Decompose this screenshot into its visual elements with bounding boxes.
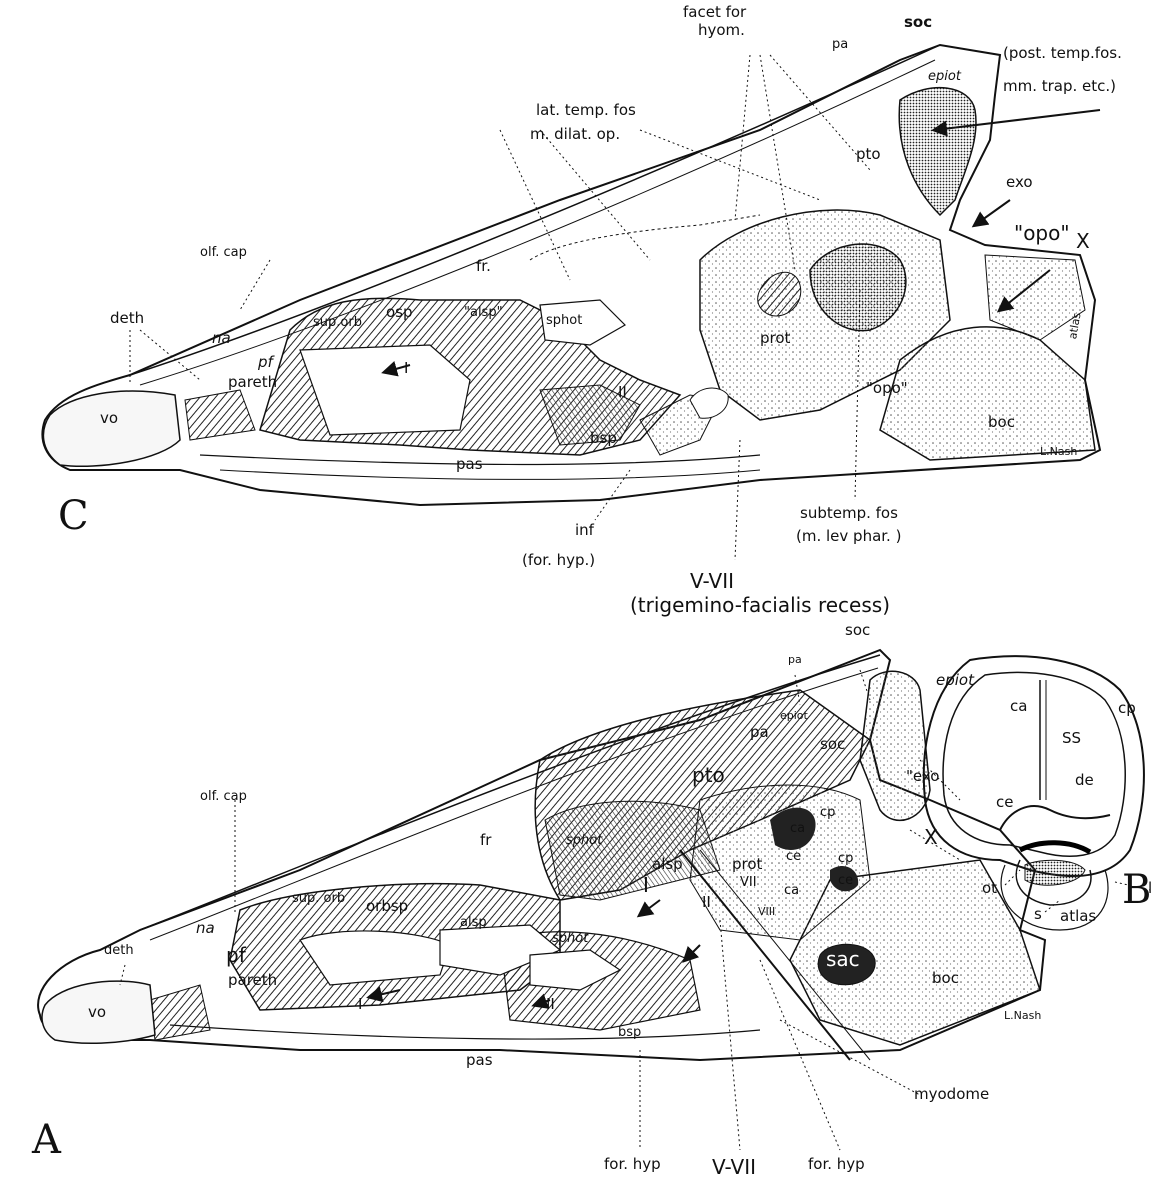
label-m-dilat-op: m. dilat. op.	[530, 126, 620, 142]
label-alsp: "alsp"	[464, 306, 503, 320]
label-inset-ot: ot	[982, 880, 997, 896]
label-ce-lower: ce	[786, 850, 801, 864]
label-soc-lower: soc	[845, 622, 870, 638]
label-hyom: hyom.	[698, 22, 745, 38]
label-inset-ce: ce	[996, 794, 1013, 810]
label-opo-upper: "opo"	[1014, 222, 1070, 244]
label-pareth: pareth	[228, 374, 277, 390]
label-v-vii-lower: V-VII	[712, 1156, 756, 1178]
label-pto: pto	[856, 146, 881, 162]
label-ca-lower: ca	[790, 822, 805, 836]
label-sphot-lower-2: sphot	[552, 932, 588, 946]
label-nerve-ii-lower-2: II	[546, 996, 555, 1012]
label-inf: inf	[575, 522, 594, 538]
label-atlas-lower: atlas	[1060, 908, 1096, 924]
label-na-lower: na	[196, 920, 215, 936]
label-cp-lower: cp	[820, 806, 835, 820]
label-opo-lower: "opo"	[866, 380, 908, 396]
label-for-hyp-1: for. hyp	[604, 1156, 661, 1172]
label-facet-for: facet for	[683, 4, 746, 20]
label-artist-lower: L.Nash	[1004, 1010, 1041, 1022]
label-epiot-lower-2: epiot	[780, 710, 808, 722]
label-nerve-i-lower-2: I	[358, 996, 362, 1012]
label-alsp-lower: alsp	[652, 856, 683, 872]
label-pf-lower: pf	[226, 944, 246, 966]
label-inset-de: de	[1075, 772, 1094, 788]
label-nerve-i-lower: I	[643, 874, 649, 896]
label-m-lev-phar: (m. lev phar. )	[796, 528, 901, 544]
label-x-lower: X	[924, 826, 938, 848]
label-myodome: myodome	[914, 1086, 989, 1102]
label-inset-ss: SS	[1062, 730, 1081, 746]
label-vo-lower: vo	[88, 1004, 106, 1020]
label-olf-cap-lower: olf. cap	[200, 790, 247, 804]
label-for-hyp-paren: (for. hyp.)	[522, 552, 595, 568]
label-exo-lower: "exo	[906, 768, 939, 784]
label-na: na	[212, 330, 231, 346]
label-epiot-lower: epiot	[936, 672, 974, 688]
skull-c-fill	[43, 88, 1095, 467]
label-subtemp-fos: subtemp. fos	[800, 505, 898, 521]
label-bsp-lower: bsp	[618, 1026, 641, 1040]
label-for-hyp-2: for. hyp	[808, 1156, 865, 1172]
label-ce-lower-2: ce	[838, 874, 853, 888]
label-prot: prot	[760, 330, 790, 346]
label-fr-lower: fr	[480, 832, 491, 848]
label-deth-lower: deth	[104, 944, 134, 958]
label-pa: pa	[832, 38, 848, 52]
label-sac: sac	[826, 948, 860, 970]
label-pa-lower-2: pa	[750, 724, 769, 740]
label-prot-lower: prot	[732, 856, 762, 872]
label-deth: deth	[110, 310, 144, 326]
label-pas-lower: pas	[466, 1052, 493, 1068]
label-bsp-upper: bsp	[590, 430, 617, 446]
inset-hatch	[1025, 860, 1085, 885]
label-osp: osp	[386, 304, 413, 320]
label-inset-cp: cp	[1118, 700, 1136, 716]
label-nerve-ii-lower: II	[702, 894, 711, 910]
label-epiot: epiot	[928, 70, 961, 84]
label-x-upper: X	[1076, 230, 1090, 252]
panel-label-a: A	[32, 1120, 61, 1160]
label-sphot-lower: sphot	[566, 834, 602, 848]
skull-a-fill	[42, 671, 1040, 1060]
label-sphot: sphot	[546, 314, 582, 328]
label-viii-lower: VIII	[758, 906, 775, 918]
label-ca-lower-2: ca	[784, 884, 799, 898]
label-post-temp-fos: (post. temp.fos.	[1003, 45, 1122, 61]
label-pf: pf	[258, 354, 273, 370]
label-nerve-i-upper: I	[404, 360, 408, 376]
label-sup-orb-lower: sup. orb	[292, 892, 345, 906]
label-orbsp-lower: orbsp	[366, 898, 408, 914]
label-fr: fr.	[476, 258, 491, 274]
label-inset-ca: ca	[1010, 698, 1027, 714]
label-pto-lower: pto	[692, 764, 725, 786]
label-cp-lower-2: cp	[838, 852, 853, 866]
label-pareth-lower: pareth	[228, 972, 277, 988]
panel-label-b: B	[1122, 870, 1151, 910]
label-vii-lower: VII	[740, 876, 757, 890]
label-vo-upper: vo	[100, 410, 118, 426]
label-sup-orb: sup.orb	[313, 316, 362, 330]
label-inset-l: l	[1148, 880, 1152, 896]
label-artist-upper: L.Nash	[1040, 446, 1077, 458]
label-lat-temp-fos: lat. temp. fos	[536, 102, 636, 118]
panel-label-c: C	[58, 496, 89, 536]
label-mm-trap: mm. trap. etc.)	[1003, 78, 1116, 94]
label-pas-upper: pas	[456, 456, 483, 472]
label-nerve-ii-upper: II	[618, 384, 627, 400]
label-soc: soc	[904, 14, 932, 30]
label-inset-s: s	[1034, 906, 1042, 922]
label-olf-cap: olf. cap	[200, 246, 247, 260]
label-v-vii-upper: V-VII	[690, 570, 734, 592]
label-alsp-lower-2: alsp	[460, 916, 487, 930]
label-exo: exo	[1006, 174, 1033, 190]
label-soc-lower-2: soc	[820, 736, 845, 752]
label-trigemino-facialis: (trigemino-facialis recess)	[630, 594, 890, 616]
label-boc-lower: boc	[932, 970, 959, 986]
label-boc-upper: boc	[988, 414, 1015, 430]
label-pa-lower: pa	[788, 654, 802, 666]
